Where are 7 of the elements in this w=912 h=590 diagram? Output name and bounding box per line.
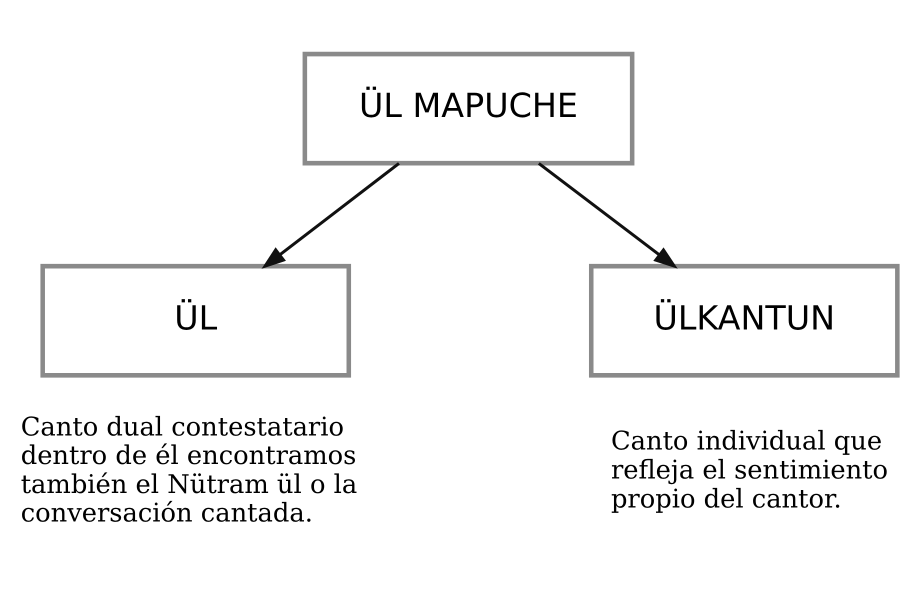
node-label: Canto dual contestatario dentro de él encontramos también el Nütram ül o la conversación cantada. [20, 412, 358, 529]
node-label: Canto individual que refleja el sentimiento propio del cantor. [610, 426, 888, 514]
node-box: ÜLKANTUN [588, 264, 900, 378]
node-box: ÜL [40, 264, 352, 378]
arrow [262, 162, 400, 269]
arrow [538, 162, 678, 269]
node-box: ÜL MAPUCHE [302, 52, 634, 166]
